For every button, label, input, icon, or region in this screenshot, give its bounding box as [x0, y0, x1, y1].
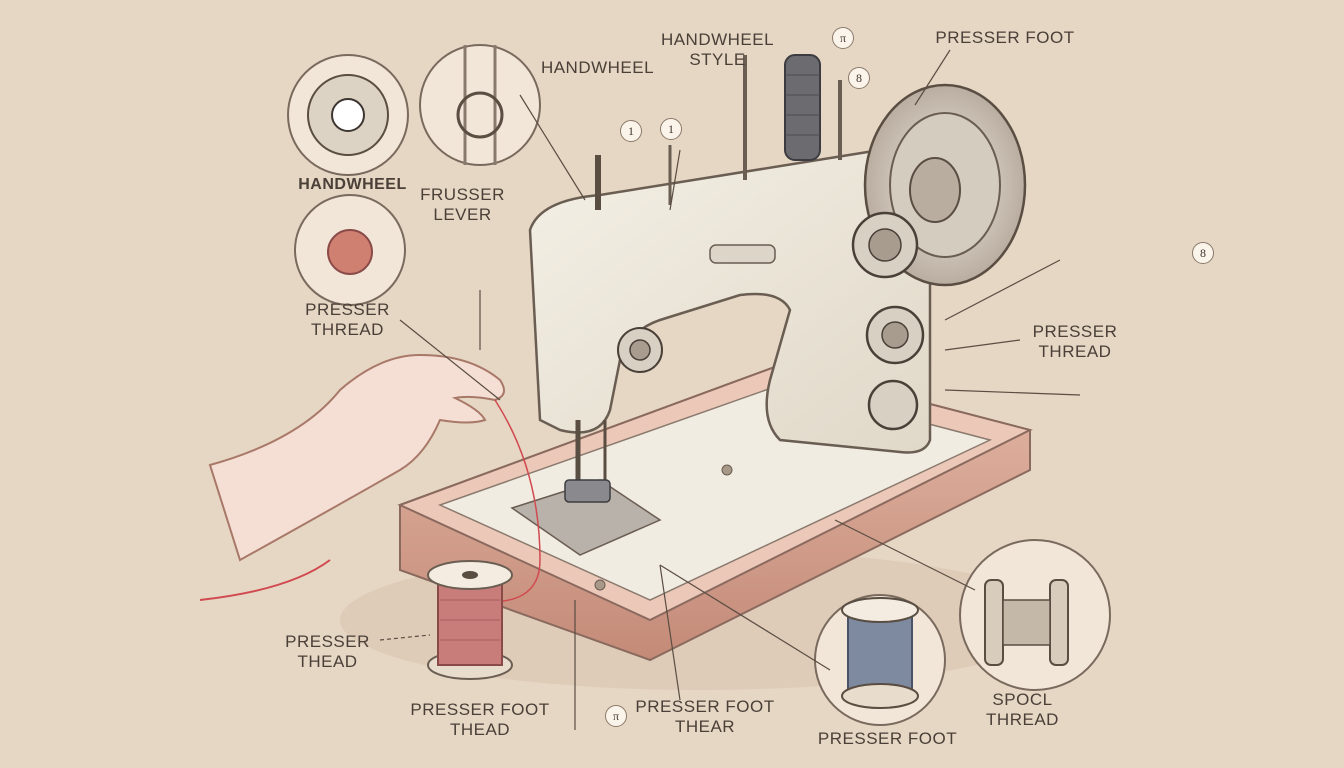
dials — [617, 211, 925, 431]
badge-marker: 1 — [660, 118, 682, 140]
label-spool-thread: SPOCL THREAD — [986, 690, 1059, 729]
zoom-circle-lever — [419, 44, 541, 166]
label-presser-foot-top: PRESSER FOOT — [935, 28, 1075, 47]
leader-lines — [379, 49, 1081, 730]
label-handwheel-mid: HANDWHEEL — [540, 58, 655, 77]
zoom-circle-blue-spool — [814, 594, 946, 726]
label-presser-foot-thead: PRESSER FOOT THEAD — [410, 700, 550, 739]
zoom-circle-handwheel — [287, 54, 409, 176]
label-presser-thread-bottom: PRESSER THEAD — [285, 632, 370, 671]
badge-marker: 8 — [1192, 242, 1214, 264]
spool-pins — [668, 54, 842, 205]
zoom-circle-spool — [959, 539, 1111, 691]
handwheel — [863, 83, 1027, 287]
hand — [199, 353, 541, 603]
label-presser-thread-left: PRESSER THREAD — [305, 300, 390, 339]
label-presser-foot-thear: PRESSER FOOT THEAR — [635, 697, 775, 736]
label-handwheel-left: HANDWHEEL — [298, 176, 407, 193]
badge-marker: 1 — [620, 120, 642, 142]
badge-marker: 8 — [848, 67, 870, 89]
label-presser-lever: FRUSSER LEVER — [420, 185, 505, 224]
badge-marker: π — [832, 27, 854, 49]
label-presser-thread-right: PRESSER THREAD — [1032, 322, 1118, 361]
badge-marker: π — [605, 705, 627, 727]
needle-assembly — [564, 155, 611, 503]
label-presser-foot-bottom: PRESSER FOOT — [817, 729, 958, 748]
red-thread-spool — [427, 560, 513, 680]
zoom-circle-thread — [294, 194, 406, 306]
label-handwheel-style: HANDWHEEL STYLE — [660, 30, 775, 69]
